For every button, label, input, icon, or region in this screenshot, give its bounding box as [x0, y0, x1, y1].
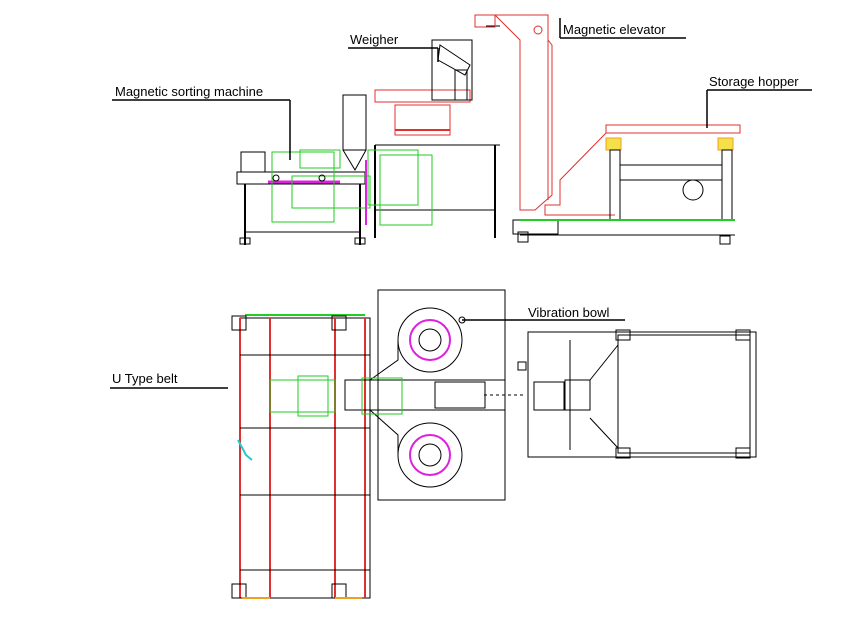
top-view — [110, 289, 757, 599]
magnetic-sorting-machine-side — [236, 149, 371, 245]
weigher-label: Weigher — [350, 32, 399, 47]
storage-hopper-label: Storage hopper — [709, 74, 799, 89]
u-type-belt-top — [231, 314, 371, 599]
storage-hopper-top — [527, 329, 757, 459]
storage-hopper-side — [520, 124, 741, 245]
weigher-side — [342, 25, 500, 238]
magnetic-elevator-side — [474, 14, 559, 243]
side-view — [112, 14, 812, 245]
magnetic-sorting-machine-label: Magnetic sorting machine — [115, 84, 263, 99]
linear-conveyor-top — [344, 361, 565, 415]
vibration-bowl-label: Vibration bowl — [528, 305, 610, 320]
magnetic-elevator-label: Magnetic elevator — [563, 22, 666, 37]
u-type-belt-label: U Type belt — [112, 371, 178, 386]
